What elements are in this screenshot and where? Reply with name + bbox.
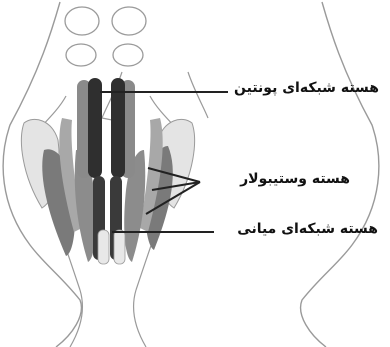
pontine-reticular-label: هسته شبکه‌ای پونتین	[234, 80, 379, 96]
vestibular-label: هسته وستیبولار	[240, 171, 350, 187]
right-superior-colliculus	[112, 7, 146, 35]
left-pontine-nucleus	[88, 78, 102, 178]
medullary-reticular-label: هسته شبکه‌ای میانی	[237, 221, 378, 237]
left-medullary-column	[98, 230, 109, 264]
right-medullary-column	[114, 230, 125, 264]
right-inferior-colliculus	[113, 44, 143, 66]
left-inferior-colliculus	[66, 44, 96, 66]
left-superior-colliculus	[65, 7, 99, 35]
spinal-cord-outline	[70, 290, 146, 347]
